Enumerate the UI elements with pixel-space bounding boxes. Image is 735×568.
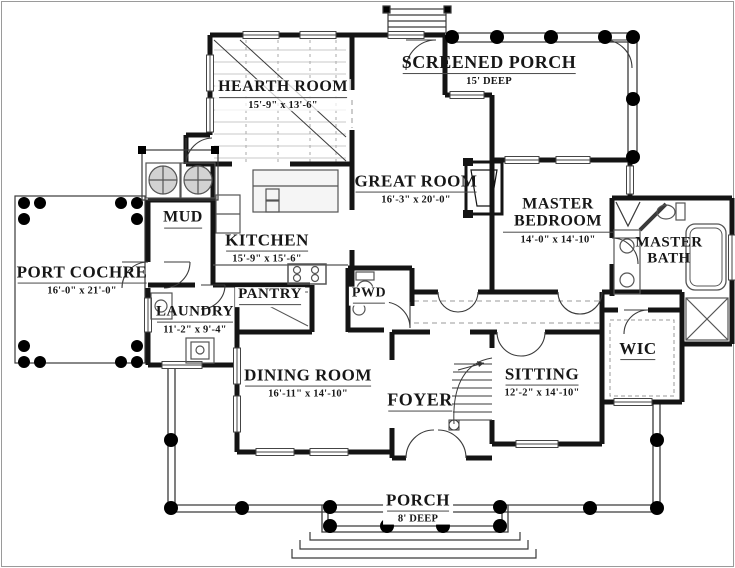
fireplace <box>463 158 504 218</box>
room-name: DINING ROOM <box>244 365 372 385</box>
label-rule <box>157 321 233 323</box>
bath-toilet <box>656 202 686 221</box>
room-label-great-room: GREAT ROOM 16'-3" x 20'-0" <box>354 171 478 206</box>
room-dims: 11'-2" x 9'-4" <box>163 324 227 336</box>
room-label-sitting: SITTING 12'-2" x 14'-10" <box>504 364 580 399</box>
label-rule <box>503 231 613 233</box>
room-name: PORCH <box>386 490 450 510</box>
room-label-kitchen: KITCHEN 15'-9" x 15'-6" <box>225 230 309 265</box>
room-dims: 12'-2" x 14'-10" <box>504 387 580 399</box>
port-cochre-outline <box>14 195 146 364</box>
label-rule <box>387 510 449 512</box>
label-rule <box>17 282 147 284</box>
room-name: WIC <box>619 339 657 359</box>
room-name: SCREENED PORCH <box>401 52 577 73</box>
label-rule <box>245 385 371 387</box>
room-dims: 16'-11" x 14'-10" <box>268 388 348 400</box>
washer <box>185 337 215 364</box>
bifold-closet <box>615 201 668 232</box>
staircase <box>448 357 493 431</box>
room-dims: 14'-0" x 14'-10" <box>520 234 596 246</box>
label-rule <box>388 410 452 412</box>
room-label-laundry: LAUNDRY 11'-2" x 9'-4" <box>156 303 234 336</box>
kitchen-island <box>252 169 339 213</box>
room-label-porch: PORCH 8' DEEP <box>383 490 453 525</box>
room-name: PORT COCHRE <box>16 262 148 282</box>
room-label-foyer: FOYER <box>387 389 453 414</box>
hall-dashed-lines <box>351 100 600 324</box>
label-rule <box>164 227 202 229</box>
range <box>213 263 348 285</box>
room-name: LAUNDRY <box>156 303 234 320</box>
label-rule <box>352 302 386 304</box>
port-cochre-columns <box>18 197 143 368</box>
room-dims: 16'-0" x 21'-0" <box>47 285 117 297</box>
label-rule <box>402 72 576 74</box>
room-dims: 8' DEEP <box>397 513 439 525</box>
room-name: FOYER <box>387 389 453 410</box>
room-label-dining-room: DINING ROOM 16'-11" x 14'-10" <box>244 365 372 400</box>
room-name: MASTER BEDROOM <box>514 195 602 230</box>
room-label-port-cochre: PORT COCHRE 16'-0" x 21'-0" <box>16 262 148 297</box>
room-label-pantry: PANTRY <box>235 286 305 307</box>
room-label-hearth-room: HEARTH ROOM 15'-9" x 13'-6" <box>215 78 351 111</box>
hvac-fans <box>138 146 219 201</box>
room-name: HEARTH ROOM <box>218 78 348 96</box>
wic-shelving <box>609 319 675 397</box>
room-label-screened-porch: SCREENED PORCH 15' DEEP <box>402 53 577 87</box>
vanity-sinks <box>613 229 641 295</box>
label-rule <box>219 96 347 98</box>
room-dims: 15' DEEP <box>466 75 512 87</box>
room-label-master-bedroom: MASTER BEDROOM 14'-0" x 14'-10" <box>502 195 614 246</box>
bathtub <box>685 223 727 291</box>
room-name: GREAT ROOM <box>354 171 478 191</box>
room-name: PANTRY <box>238 286 302 303</box>
label-rule <box>620 358 656 360</box>
room-dims: 16'-3" x 20'-0" <box>381 194 451 206</box>
room-label-mud: MUD <box>163 208 203 231</box>
refrigerator <box>215 194 241 234</box>
room-name: KITCHEN <box>225 230 309 250</box>
room-name: MUD <box>163 208 203 226</box>
room-name: PWD <box>351 285 387 301</box>
stoop-steps <box>382 5 452 34</box>
room-label-pwd: PWD <box>348 285 390 306</box>
laundry-sink <box>150 292 173 320</box>
room-dims: 15'-9" x 13'-6" <box>248 99 318 111</box>
window-markers <box>144 31 735 456</box>
label-rule <box>505 384 579 386</box>
shower <box>685 297 729 341</box>
label-rule <box>239 303 301 305</box>
room-dims: 15'-9" x 15'-6" <box>232 253 302 265</box>
room-name: MASTER BATH <box>635 234 703 266</box>
front-steps <box>291 532 537 559</box>
room-name: SITTING <box>504 364 580 384</box>
label-rule <box>226 250 308 252</box>
label-rule <box>355 191 477 193</box>
room-label-wic: WIC <box>619 340 656 362</box>
room-label-master-bath: MASTER BATH <box>627 234 711 267</box>
